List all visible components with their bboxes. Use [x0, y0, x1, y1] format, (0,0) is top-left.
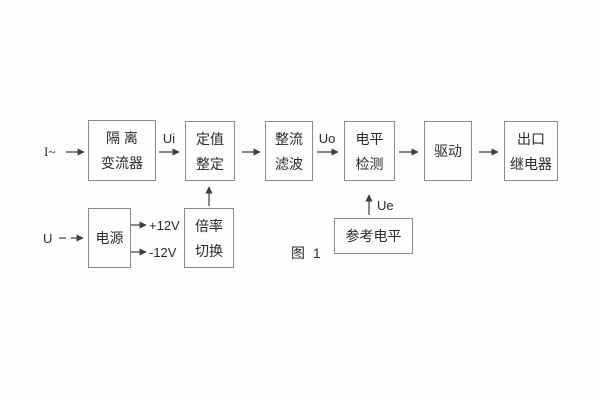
voltage-input-label: U: [43, 231, 53, 246]
block-text: 电源: [95, 230, 124, 246]
signal-ue-label: Ue: [377, 198, 394, 213]
block-output-relay: 出口 继电器: [504, 121, 558, 181]
block-power-supply: 电源: [88, 208, 131, 268]
block-ratio-switch: 倍率 切换: [184, 208, 234, 268]
figure-caption: 图 1: [291, 245, 323, 261]
block-reference-level: 参考电平: [334, 218, 413, 254]
block-text: 滤波: [275, 155, 303, 172]
block-text: 隔 离: [106, 130, 138, 146]
block-text: 电平: [355, 130, 384, 147]
block-text: 变流器: [101, 155, 143, 171]
block-text: 出口: [517, 130, 545, 147]
block-text: 倍率: [195, 217, 223, 234]
block-setpoint-setting: 定值 整定: [185, 121, 235, 181]
block-text: 整定: [196, 155, 224, 172]
block-isolation-transformer: 隔 离 变流器: [88, 120, 156, 181]
minus-12v-label: -12V: [149, 245, 177, 260]
block-drive: 驱动: [424, 121, 472, 181]
block-text: 参考电平: [345, 228, 402, 244]
plus-12v-label: +12V: [149, 218, 180, 233]
block-text: 切换: [195, 242, 223, 259]
block-text: 继电器: [510, 155, 552, 172]
signal-ui-label: Ui: [162, 131, 176, 146]
signal-uo-label: Uo: [318, 131, 336, 146]
block-text: 整流: [275, 130, 303, 147]
current-input-label: I~: [44, 144, 56, 159]
block-rectify-filter: 整流 滤波: [265, 121, 313, 181]
block-text: 驱动: [434, 143, 462, 159]
block-text: 定值: [196, 130, 224, 147]
block-level-detect: 电平 检测: [344, 121, 395, 181]
block-text: 检测: [355, 155, 384, 172]
